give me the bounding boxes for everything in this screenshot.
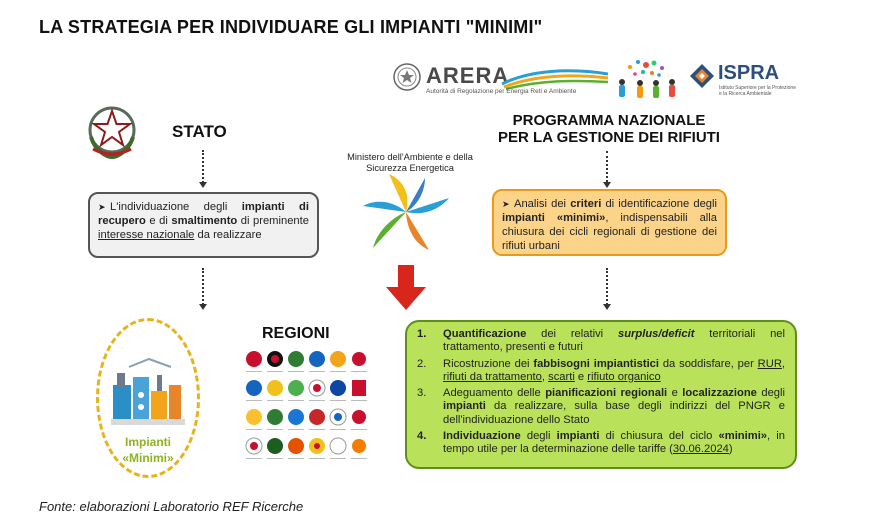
region-emblem-row-4: [245, 437, 366, 455]
arera-logo: ARERA Autorità di Regolazione per Energi…: [392, 60, 612, 100]
bullet-arrow-icon: ➤: [98, 202, 106, 212]
ministero-label: Ministero dell'Ambiente e della Sicurezz…: [347, 152, 473, 173]
step-4: 4. Individuazione degli impianti di chiu…: [417, 430, 785, 456]
step-1: 1. Quantificazione dei relativi surplus/…: [417, 328, 785, 354]
ministero-logo-icon: [363, 174, 449, 250]
programma-arrow-down: [603, 151, 611, 188]
italian-republic-emblem-icon: [88, 106, 136, 160]
red-arrow-down-icon: [386, 265, 426, 310]
regioni-label: REGIONI: [262, 325, 330, 342]
impianti-minimi-label: Impianti «Minimi»: [122, 435, 174, 465]
arera-seal-icon: [393, 63, 421, 91]
region-emblem-row-1: [246, 351, 366, 367]
impianti-minimi-circle: Impianti «Minimi»: [96, 318, 200, 478]
ispra-mark-icon: [690, 64, 714, 88]
ispra-name: ISPRA: [718, 62, 780, 84]
region-emblem-row-2: [246, 379, 366, 397]
stato-label: STATO: [172, 122, 227, 141]
ispra-logo: ISPRA Istituto Superiore per la Protezio…: [688, 58, 798, 102]
people-network-icon: [619, 60, 675, 98]
arera-name: ARERA: [426, 63, 510, 88]
regioni-emblems-grid: [245, 351, 367, 459]
page-title: LA STRATEGIA PER INDIVIDUARE GLI IMPIANT…: [39, 17, 543, 37]
source-note: Fonte: elaborazioni Laboratorio REF Rice…: [39, 499, 304, 514]
arera-subtitle: Autorità di Regolazione per Energia Reti…: [426, 88, 577, 95]
steps-box: 1. Quantificazione dei relativi surplus/…: [405, 320, 797, 469]
programma-box: ➤Analisi dei criteri di identificazione …: [492, 189, 727, 256]
ispra-subtitle: Istituto Superiore per la Protezione e l…: [719, 85, 796, 97]
step-3: 3. Adeguamento delle pianificazioni regi…: [417, 387, 785, 426]
industrial-plant-icon: [111, 357, 185, 425]
region-emblem-row-3: [246, 408, 366, 426]
programma-arrow-down-2: [603, 268, 611, 310]
arera-swoosh-icon: [501, 69, 609, 90]
stato-arrow-down-2: [199, 268, 207, 310]
bullet-arrow-icon: ➤: [502, 199, 510, 209]
programma-label: PROGRAMMA NAZIONALE PER LA GESTIONE DEI …: [498, 112, 720, 146]
stato-arrow-down: [199, 150, 207, 188]
step-2: 2. Ricostruzione dei fabbisogni impianti…: [417, 357, 786, 383]
stato-box: ➤L'individuazione degli impianti di recu…: [88, 192, 319, 258]
